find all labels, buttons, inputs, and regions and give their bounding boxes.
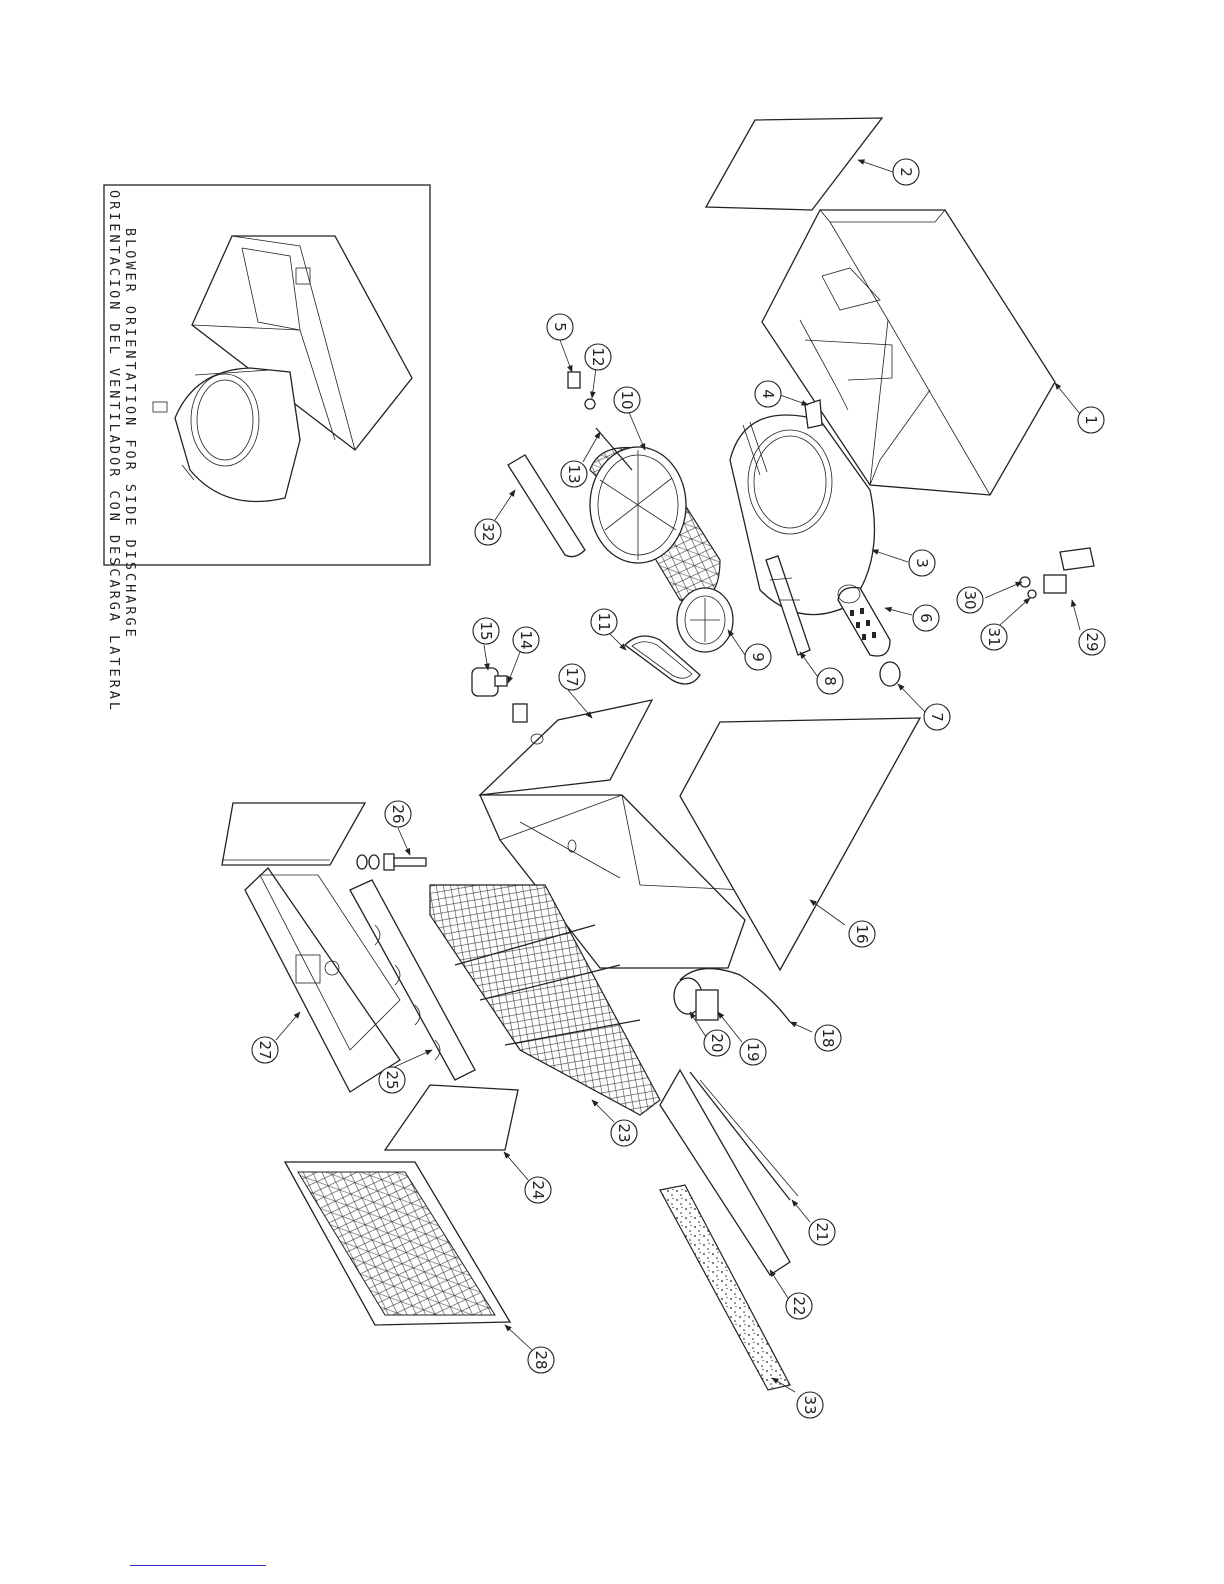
part-motor-pulley — [880, 662, 900, 686]
callout-label: 17 — [563, 667, 581, 686]
callout-14: 14 — [513, 627, 539, 653]
part-capacitor — [472, 668, 527, 722]
callout-label: 24 — [529, 1180, 547, 1199]
callout-22: 22 — [786, 1293, 812, 1319]
callout-18: 18 — [815, 1025, 841, 1051]
callout-8: 8 — [817, 668, 843, 694]
callout-label: 15 — [477, 621, 495, 640]
callout-16: 16 — [849, 921, 875, 947]
callout-label: 21 — [813, 1222, 831, 1241]
callout-label: 8 — [821, 676, 839, 686]
callout-label: 18 — [819, 1028, 837, 1047]
callout-label: 29 — [1083, 632, 1101, 651]
part-switch-assembly — [1020, 548, 1094, 598]
footer-link-underline — [130, 1565, 266, 1566]
inset-cabinet-drawing — [153, 236, 412, 502]
callout-21: 21 — [809, 1219, 835, 1245]
callout-label: 2 — [897, 167, 915, 177]
callout-label: 16 — [853, 924, 871, 943]
callout-label: 4 — [759, 389, 777, 399]
callout-label: 9 — [749, 652, 767, 662]
callout-31: 31 — [981, 624, 1007, 650]
callout-label: 13 — [565, 464, 583, 483]
callout-label: 5 — [551, 322, 569, 332]
part-top-panel — [706, 118, 882, 210]
callout-13: 13 — [561, 461, 587, 487]
callout-5: 5 — [547, 314, 573, 340]
callout-29: 29 — [1079, 629, 1105, 655]
callout-label: 28 — [532, 1350, 550, 1369]
part-fittings — [357, 854, 426, 870]
callout-label: 19 — [744, 1042, 762, 1061]
part-top-lid — [222, 803, 365, 865]
callout-32: 32 — [475, 519, 501, 545]
callout-26: 26 — [385, 801, 411, 827]
callout-12: 12 — [585, 344, 611, 370]
callout-23: 23 — [611, 1120, 637, 1146]
part-lower-trough — [660, 1070, 798, 1275]
callout-label: 31 — [985, 627, 1003, 646]
callout-20: 20 — [704, 1030, 730, 1056]
callout-label: 20 — [708, 1033, 726, 1052]
callout-label: 1 — [1082, 415, 1100, 425]
callout-label: 30 — [961, 590, 979, 609]
callout-7: 7 — [924, 704, 950, 730]
callout-label: 10 — [618, 390, 636, 409]
callout-label: 27 — [256, 1040, 274, 1059]
callout-2: 2 — [893, 159, 919, 185]
callout-label: 26 — [389, 804, 407, 823]
part-bearing — [585, 399, 595, 409]
callout-27: 27 — [252, 1037, 278, 1063]
callout-33: 33 — [797, 1392, 823, 1418]
callout-label: 11 — [595, 612, 613, 631]
callout-label: 3 — [913, 558, 931, 568]
inset-caption-line1: BLOWER ORIENTATION FOR SIDE DISCHARGE — [122, 228, 138, 640]
callout-label: 7 — [928, 712, 946, 722]
callout-9: 9 — [745, 644, 771, 670]
callout-label: 25 — [383, 1070, 401, 1089]
callout-11: 11 — [591, 609, 617, 635]
callout-4: 4 — [755, 381, 781, 407]
inset-caption-line2: ORIENTACION DEL VENTILADOR CON DESCARGA … — [106, 190, 122, 713]
part-bearing-bracket — [568, 372, 580, 388]
callout-label: 12 — [589, 347, 607, 366]
part-filter — [285, 1162, 510, 1325]
callout-15: 15 — [473, 618, 499, 644]
part-motor — [838, 585, 890, 656]
part-baffle — [385, 1085, 518, 1150]
callout-24: 24 — [525, 1177, 551, 1203]
callout-label: 23 — [615, 1123, 633, 1142]
callout-6: 6 — [913, 605, 939, 631]
callout-label: 22 — [790, 1296, 808, 1315]
callout-label: 32 — [479, 522, 497, 541]
callout-28: 28 — [528, 1347, 554, 1373]
callout-10: 10 — [614, 387, 640, 413]
part-bracket — [805, 400, 822, 428]
callout-17: 17 — [559, 664, 585, 690]
callout-label: 14 — [517, 630, 535, 649]
callout-1: 1 — [1078, 407, 1104, 433]
part-blower-wheel — [590, 447, 720, 602]
callout-30: 30 — [957, 587, 983, 613]
callout-25: 25 — [379, 1067, 405, 1093]
callout-label: 33 — [801, 1395, 819, 1414]
callout-label: 6 — [917, 613, 935, 623]
part-pad-strip — [660, 1185, 790, 1390]
part-blower-pulley — [677, 588, 733, 652]
callout-3: 3 — [909, 550, 935, 576]
inset-blower-orientation: BLOWER ORIENTATION FOR SIDE DISCHARGE OR… — [104, 185, 430, 713]
callout-19: 19 — [740, 1039, 766, 1065]
